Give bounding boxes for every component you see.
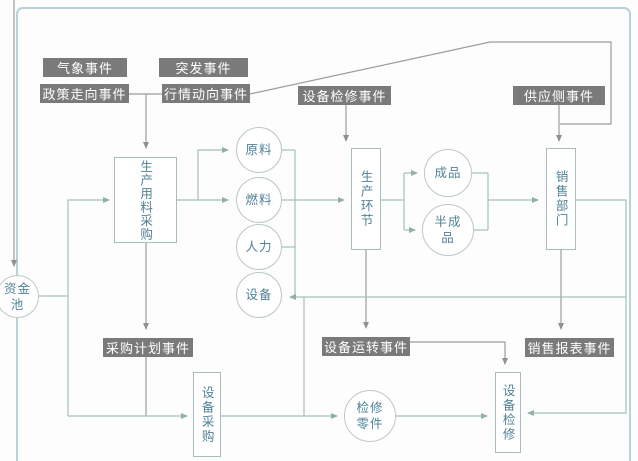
circle-repair-parts-label: 检修零件 — [356, 400, 384, 431]
circle-capital-pool: 资金池 — [0, 275, 39, 318]
circle-equipment-label: 设备 — [245, 287, 273, 303]
event-box-policy: 政策走向事件 — [40, 84, 129, 103]
circle-repair-parts: 检修零件 — [344, 390, 396, 442]
circle-capital-pool-label: 资金池 — [3, 280, 31, 312]
circle-finished-product-label: 成品 — [434, 165, 462, 181]
process-box-equipment-maintenance: 设备检修 — [495, 372, 521, 453]
event-box-sales-report: 销售报表事件 — [525, 338, 614, 357]
edge-sales-to-maintenance — [527, 199, 627, 416]
process-box-equipment-procurement: 设备采购 — [193, 372, 221, 457]
circle-fuel-label: 燃料 — [245, 192, 273, 208]
circle-fuel: 燃料 — [236, 177, 282, 223]
edge-procurement-to-raw-material — [197, 147, 229, 200]
event-box-equipment-overhaul: 设备检修事件 — [298, 86, 391, 105]
event-box-supply-side: 供应侧事件 — [513, 86, 605, 105]
process-box-production: 生产环节 — [351, 148, 381, 250]
circle-semi-finished-product: 半成品 — [422, 204, 474, 256]
page-border — [16, 7, 631, 461]
event-box-emergency: 突发事件 — [159, 58, 248, 77]
circle-manpower-label: 人力 — [245, 239, 273, 255]
event-box-weather: 气象事件 — [43, 58, 127, 77]
event-box-equipment-operation: 设备运转事件 — [322, 337, 410, 356]
circle-semi-finished-product-label: 半成品 — [434, 214, 462, 245]
process-box-sales-dept: 销售部门 — [546, 148, 576, 250]
process-box-material-procurement: 生产用料采购 — [114, 157, 177, 243]
circle-equipment: 设备 — [236, 272, 282, 318]
circle-raw-material: 原料 — [236, 127, 282, 173]
circle-finished-product: 成品 — [424, 149, 472, 197]
edge-market-feedback-loop — [249, 41, 612, 125]
circle-raw-material-label: 原料 — [245, 142, 273, 158]
circle-manpower: 人力 — [236, 224, 282, 270]
edge-operation-event-to-maintenance — [409, 341, 508, 365]
event-box-procurement-plan: 采购计划事件 — [103, 338, 193, 357]
edge-capital-to-material-procurement — [67, 197, 110, 416]
event-box-market: 行情动向事件 — [162, 84, 250, 103]
